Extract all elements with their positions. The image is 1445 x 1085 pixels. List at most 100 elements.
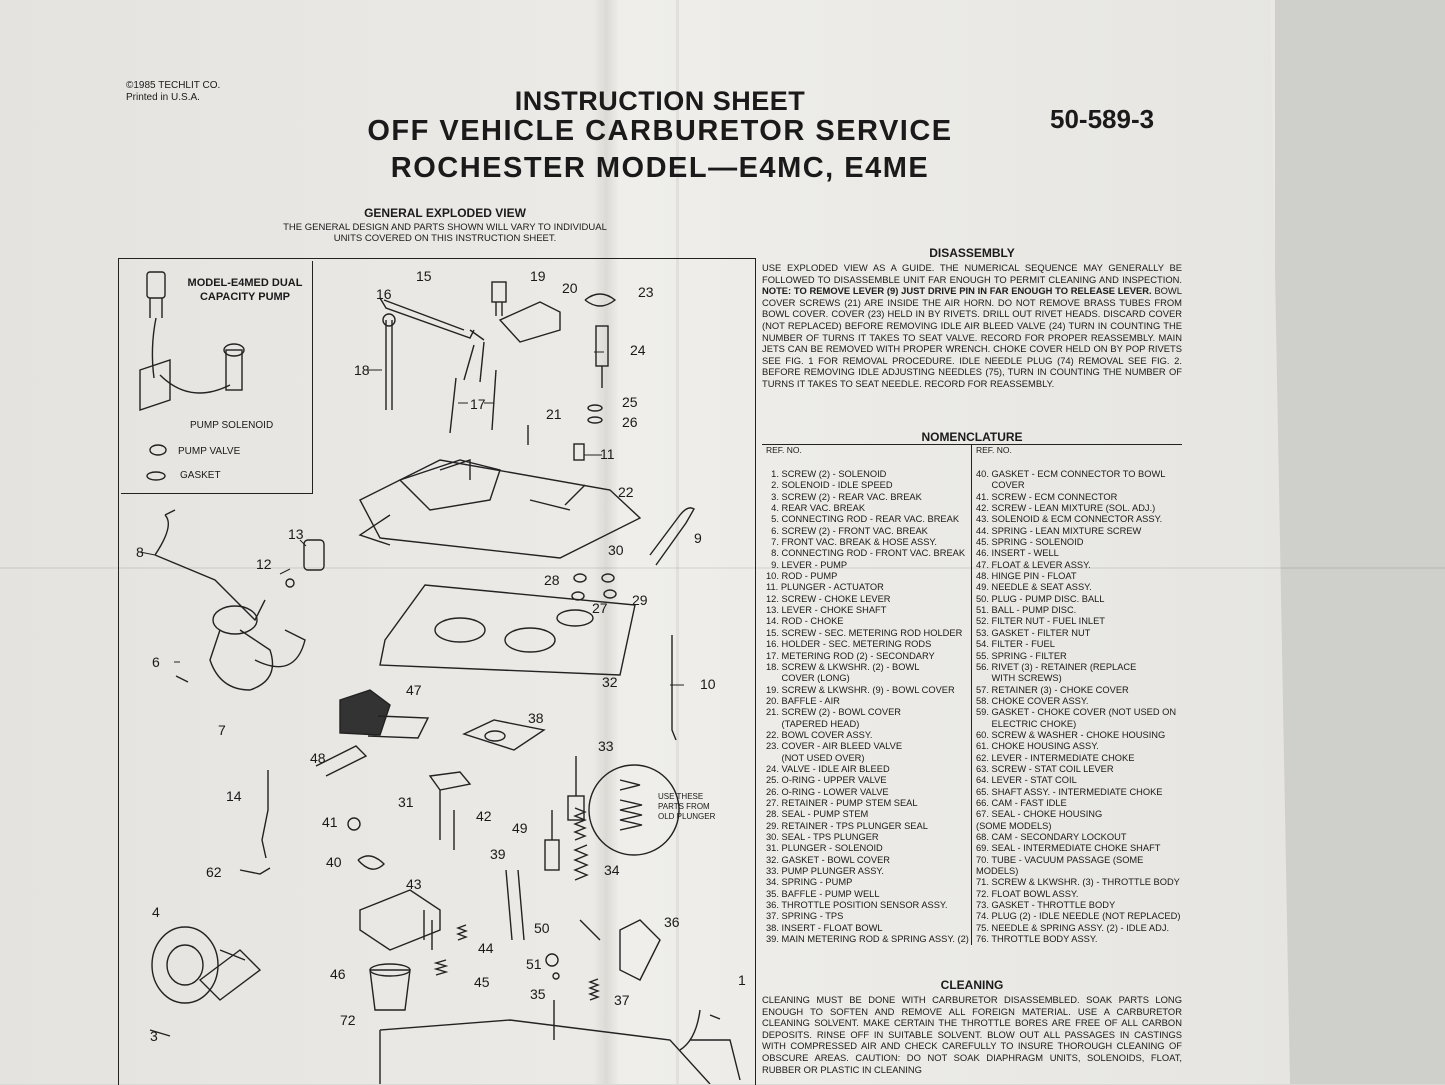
- nomenclature-item: 15. SCREW - SEC. METERING ROD HOLDER: [766, 627, 963, 638]
- nomenclature-item: 75. NEEDLE & SPRING ASSY. (2) - IDLE ADJ…: [976, 922, 1170, 933]
- nomenclature-item: 67. SEAL - CHOKE HOUSING: [976, 809, 1103, 820]
- callout-12: 12: [256, 556, 272, 572]
- nomenclature-item: 51. BALL - PUMP DISC.: [976, 605, 1077, 616]
- exploded-view-heading: GENERAL EXPLODED VIEW: [364, 206, 526, 220]
- callout-49: 49: [512, 820, 528, 836]
- callout-35: 35: [530, 986, 546, 1002]
- callout-7: 7: [218, 722, 226, 738]
- title-line-1: INSTRUCTION SHEET: [514, 86, 806, 116]
- plunger-note: USE THESE PARTS FROM OLD PLUNGER: [658, 792, 716, 821]
- nomenclature-item: 7. FRONT VAC. BREAK & HOSE ASSY.: [766, 537, 938, 548]
- ref-no-header: REF. NO.: [976, 445, 1012, 455]
- nomenclature-item: 34. SPRING - PUMP: [766, 877, 853, 888]
- callout-6: 6: [152, 654, 160, 670]
- nomenclature-item: 37. SPRING - TPS: [766, 911, 844, 922]
- title-line-3: ROCHESTER MODEL—E4MC, E4ME: [390, 152, 930, 184]
- callout-45: 45: [474, 974, 490, 990]
- nomenclature-item: 27. RETAINER - PUMP STEM SEAL: [766, 797, 918, 808]
- nomenclature-item: 10. ROD - PUMP: [766, 571, 838, 582]
- nomenclature-item: 50. PLUG - PUMP DISC. BALL: [976, 593, 1105, 604]
- nomenclature-table: REF. NO. 1. SCREW (2) - SOLENOID 2. SOLE…: [762, 444, 1182, 946]
- nomenclature-item: 17. METERING ROD (2) - SECONDARY: [766, 650, 935, 661]
- printed-text: Printed in U.S.A.: [126, 92, 200, 103]
- inset-label-pump-valve: PUMP VALVE: [178, 446, 241, 457]
- nomenclature-item: 43. SOLENOID & ECM CONNECTOR ASSY.: [976, 514, 1163, 525]
- cleaning-text: CLEANING MUST BE DONE WITH CARBURETOR DI…: [762, 994, 1182, 1075]
- nomenclature-list-right: 40. GASKET - ECM CONNECTOR TO BOWL COVER…: [976, 469, 1180, 945]
- nomenclature-item: 61. CHOKE HOUSING ASSY.: [976, 741, 1099, 752]
- callout-16: 16: [376, 286, 392, 302]
- callout-18: 18: [354, 362, 370, 378]
- nomenclature-item: (TAPERED HEAD): [766, 718, 860, 729]
- nomenclature-item: 54. FILTER - FUEL: [976, 639, 1055, 650]
- nomenclature-item: 2. SOLENOID - IDLE SPEED: [766, 480, 893, 491]
- callout-30: 30: [608, 542, 624, 558]
- callout-40: 40: [326, 854, 342, 870]
- nomenclature-item: 46. INSERT - WELL: [976, 548, 1059, 559]
- background-surface: [1275, 0, 1445, 1084]
- callout-48: 48: [310, 750, 326, 766]
- disassembly-text-pre: USE EXPLODED VIEW AS A GUIDE. THE NUMERI…: [762, 262, 1182, 285]
- nomenclature-item: 71. SCREW & LKWSHR. (3) - THROTTLE BODY: [976, 877, 1180, 888]
- callout-44: 44: [478, 940, 494, 956]
- callout-36: 36: [664, 914, 680, 930]
- nomenclature-item: 4. REAR VAC. BREAK: [766, 503, 866, 514]
- copyright-text: ©1985 TECHLIT CO.: [126, 80, 221, 91]
- nomenclature-item: 73. GASKET - THROTTLE BODY: [976, 900, 1116, 911]
- nomenclature-item: 69. SEAL - INTERMEDIATE CHOKE SHAFT: [976, 843, 1161, 854]
- callout-1: 1: [738, 972, 746, 988]
- nomenclature-item: 53. GASKET - FILTER NUT: [976, 627, 1091, 638]
- nomenclature-item: WITH SCREWS): [976, 673, 1062, 684]
- nomenclature-item: COVER: [976, 480, 1025, 491]
- callout-33: 33: [598, 738, 614, 754]
- callout-47: 47: [406, 682, 422, 698]
- fold-line-vertical: [676, 0, 679, 1084]
- disassembly-text-post: BOWL COVER SCREWS (21) ARE INSIDE THE AI…: [762, 285, 1182, 389]
- nomenclature-item: 48. HINGE PIN - FLOAT: [976, 571, 1077, 582]
- cleaning-heading: CLEANING: [940, 978, 1004, 992]
- callout-42: 42: [476, 808, 492, 824]
- nomenclature-item: 23. COVER - AIR BLEED VALVE: [766, 741, 903, 752]
- nomenclature-column-right: REF. NO. 40. GASKET - ECM CONNECTOR TO B…: [972, 445, 1182, 945]
- disassembly-heading: DISASSEMBLY: [929, 246, 1015, 260]
- nomenclature-item: 24. VALVE - IDLE AIR BLEED: [766, 763, 890, 774]
- callout-25: 25: [622, 394, 638, 410]
- nomenclature-item: 72. FLOAT BOWL ASSY.: [976, 888, 1079, 899]
- callout-22: 22: [618, 484, 634, 500]
- nomenclature-item: 30. SEAL - TPS PLUNGER: [766, 832, 879, 842]
- callout-13: 13: [288, 526, 304, 542]
- nomenclature-item: 42. SCREW - LEAN MIXTURE (SOL. ADJ.): [976, 503, 1156, 514]
- callout-11: 11: [600, 446, 615, 462]
- nomenclature-item: 70. TUBE - VACUUM PASSAGE (SOME: [976, 854, 1144, 865]
- nomenclature-item: 20. BAFFLE - AIR: [766, 695, 840, 706]
- callout-29: 29: [632, 592, 648, 608]
- nomenclature-item: 52. FILTER NUT - FUEL INLET: [976, 616, 1105, 627]
- nomenclature-item: COVER (LONG): [766, 673, 850, 684]
- disassembly-text: USE EXPLODED VIEW AS A GUIDE. THE NUMERI…: [762, 262, 1182, 390]
- callout-15: 15: [416, 268, 432, 284]
- nomenclature-item: 6. SCREW (2) - FRONT VAC. BREAK: [766, 525, 928, 536]
- copyright-block: ©1985 TECHLIT CO. Printed in U.S.A.: [126, 80, 256, 104]
- inset-frame: [121, 261, 313, 494]
- callout-72: 72: [340, 1012, 356, 1028]
- paper-sheet: [0, 0, 1290, 1084]
- nomenclature-item: 33. PUMP PLUNGER ASSY.: [766, 866, 884, 877]
- nomenclature-item: 5. CONNECTING ROD - REAR VAC. BREAK: [766, 514, 960, 525]
- nomenclature-item: 62. LEVER - INTERMEDIATE CHOKE: [976, 752, 1135, 763]
- nomenclature-item: MODELS): [976, 866, 1019, 877]
- nomenclature-item: 35. BAFFLE - PUMP WELL: [766, 888, 880, 899]
- nomenclature-item: 66. CAM - FAST IDLE: [976, 797, 1067, 808]
- nomenclature-item: 57. RETAINER (3) - CHOKE COVER: [976, 684, 1129, 695]
- callout-20: 20: [562, 280, 578, 296]
- title-line-2: OFF VEHICLE CARBURETOR SERVICE: [367, 115, 953, 147]
- nomenclature-item: 28. SEAL - PUMP STEM: [766, 809, 869, 820]
- nomenclature-item: (SOME MODELS): [976, 820, 1052, 831]
- callout-26: 26: [622, 414, 638, 430]
- callout-50: 50: [534, 920, 550, 936]
- callout-32: 32: [602, 674, 618, 690]
- nomenclature-item: 13. LEVER - CHOKE SHAFT: [766, 605, 887, 616]
- callout-8: 8: [136, 544, 144, 560]
- nomenclature-item: 58. CHOKE COVER ASSY.: [976, 695, 1089, 706]
- callout-9: 9: [694, 530, 702, 546]
